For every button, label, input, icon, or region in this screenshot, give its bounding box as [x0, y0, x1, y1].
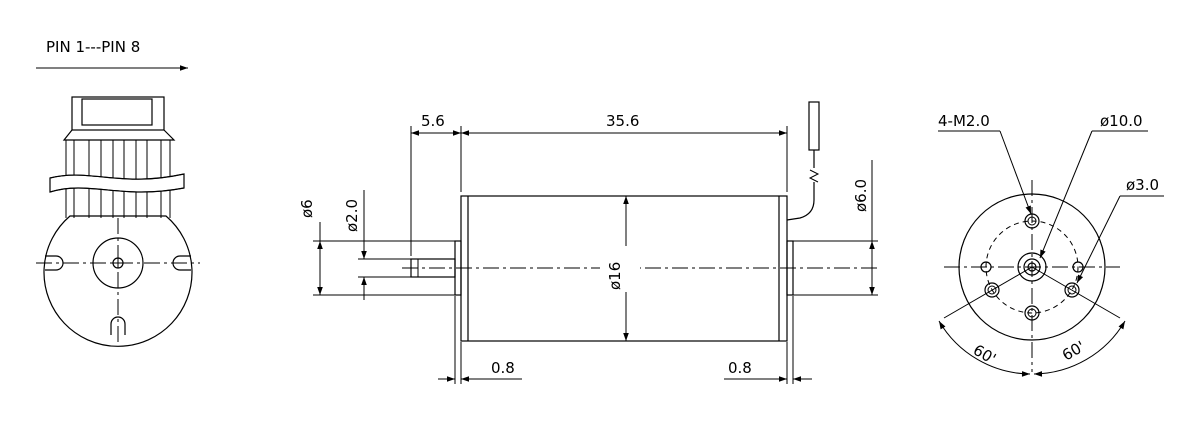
dim-shaft-extension: 5.6: [421, 112, 445, 130]
ribbon-cable: [49, 140, 185, 218]
mount-holes-leader: [999, 130, 1032, 215]
center-hole-leader: [1076, 195, 1121, 284]
dim-body-length: 35.6: [606, 112, 639, 130]
dim-shaft-diameter: ø6: [298, 199, 316, 218]
center-hole-label: ø3.0: [1126, 176, 1159, 194]
lead-wire: [786, 150, 815, 221]
bolt-circle-leader: [1039, 130, 1093, 259]
dim-right-flange: 0.8: [728, 359, 752, 377]
dim-rear-boss-diameter: ø6.0: [852, 179, 870, 212]
connector-base: [62, 129, 176, 141]
end-bottom-notch: [110, 316, 126, 335]
angle-right-label: 60': [1059, 337, 1088, 364]
pin-range-label: PIN 1---PIN 8: [46, 38, 140, 56]
angle-left-label: 60': [970, 341, 999, 368]
mount-hole-lower-right: [1064, 282, 1080, 298]
shaft-end-view: 4-M2.0 ø10.0 ø3.0 60' 60': [938, 112, 1164, 377]
connector-housing: [71, 96, 165, 131]
motor-side-view: 5.6 35.6 ø6 ø2.0 ø16 ø6.0 0.8: [298, 101, 880, 384]
end-face-outline: [43, 215, 193, 347]
dim-pin-diameter: ø2.0: [343, 199, 361, 232]
lead-terminal: [808, 101, 820, 151]
angle-arc-right: [1033, 320, 1126, 377]
angle-arc-left: [938, 320, 1031, 377]
mount-hole-lower-left: [984, 282, 1000, 298]
connector-window: [81, 98, 153, 126]
bolt-circle-label: ø10.0: [1100, 112, 1143, 130]
mount-holes-label: 4-M2.0: [938, 112, 990, 130]
dim-left-flange: 0.8: [491, 359, 515, 377]
dim-body-diameter: ø16: [606, 262, 624, 290]
connector-end-view: PIN 1---PIN 8: [36, 38, 200, 347]
